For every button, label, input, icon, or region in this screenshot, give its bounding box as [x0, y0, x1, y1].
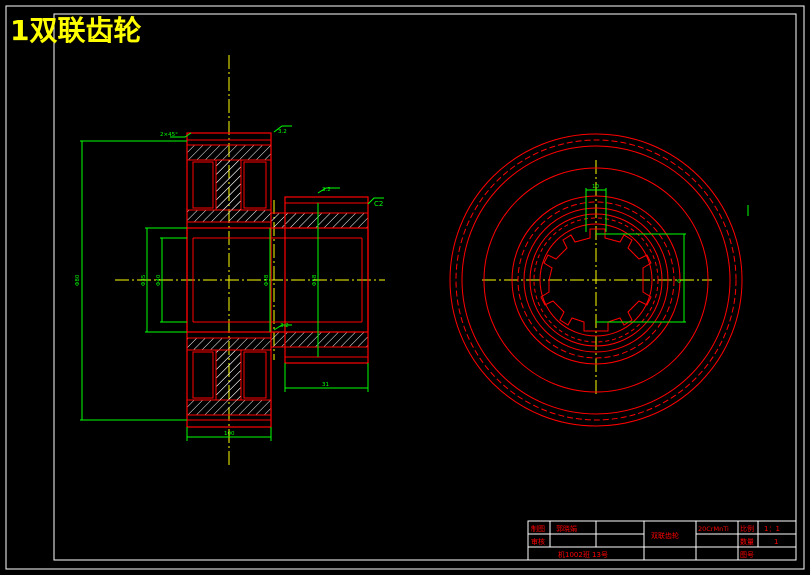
- web-recess-top: [192, 161, 214, 209]
- front-view: [449, 133, 749, 427]
- dim-top-chamfer: 2×45°: [160, 132, 178, 138]
- dim-dia-bore2: Φ40: [156, 274, 162, 286]
- dim-roughness-low: 3.2: [280, 323, 289, 329]
- dim-spline-dia: Φ: [677, 278, 683, 283]
- dim-chamfer-right: C2: [374, 200, 383, 208]
- web-recess-bottom-2: [243, 351, 267, 399]
- tb-drawn-name: 郭晓娟: [556, 524, 577, 533]
- tb-qty-value: 1: [774, 538, 778, 546]
- bore-outline: [186, 227, 369, 333]
- dimension-labels: 2×45° 3.2 3.2 3.2 C2 Φ80 Φ35 Φ40 Φ48 Φ58…: [75, 129, 383, 437]
- outer-circle: [449, 133, 743, 427]
- dimensions: [80, 125, 384, 441]
- inner-frame: [53, 13, 797, 561]
- tb-drawing-no-label: 图号: [740, 551, 754, 559]
- web-recess-bottom: [192, 351, 214, 399]
- tb-material: 20CrMnTi: [698, 525, 729, 533]
- tb-qty-label: 数量: [740, 537, 754, 546]
- page-title: 1双联齿轮: [10, 14, 141, 47]
- tb-part-name: 双联齿轮: [651, 531, 679, 540]
- dim-dia-big: Φ80: [75, 274, 81, 286]
- tb-checked-label: 审核: [531, 537, 545, 546]
- dim-len-hub: 31: [322, 382, 329, 388]
- web-recess-top-2: [243, 161, 267, 209]
- dim-roughness-mid: 3.2: [322, 187, 331, 193]
- dim-keyway-width: 10: [592, 184, 599, 190]
- dim-roughness-top: 3.2: [278, 129, 287, 135]
- dim-len-total: 100: [224, 431, 235, 437]
- dim-dia-bore1: Φ35: [141, 274, 147, 286]
- spline-profile: [540, 228, 652, 332]
- title-block-text: 制图 郭晓娟 审核 双联齿轮 20CrMnTi 比例 1：1 数量 1 机100…: [531, 524, 780, 559]
- outer-frame: [5, 5, 805, 570]
- section-view: [115, 55, 385, 465]
- tb-org: 机1002班 13号: [558, 550, 608, 559]
- title-block: [527, 520, 797, 561]
- dim-dia-hub: Φ48: [264, 274, 270, 286]
- tb-scale-label: 比例: [740, 524, 754, 533]
- dim-dia-small: Φ58: [312, 274, 318, 286]
- tb-drawn-label: 制图: [531, 524, 545, 533]
- tb-scale-value: 1：1: [764, 525, 780, 533]
